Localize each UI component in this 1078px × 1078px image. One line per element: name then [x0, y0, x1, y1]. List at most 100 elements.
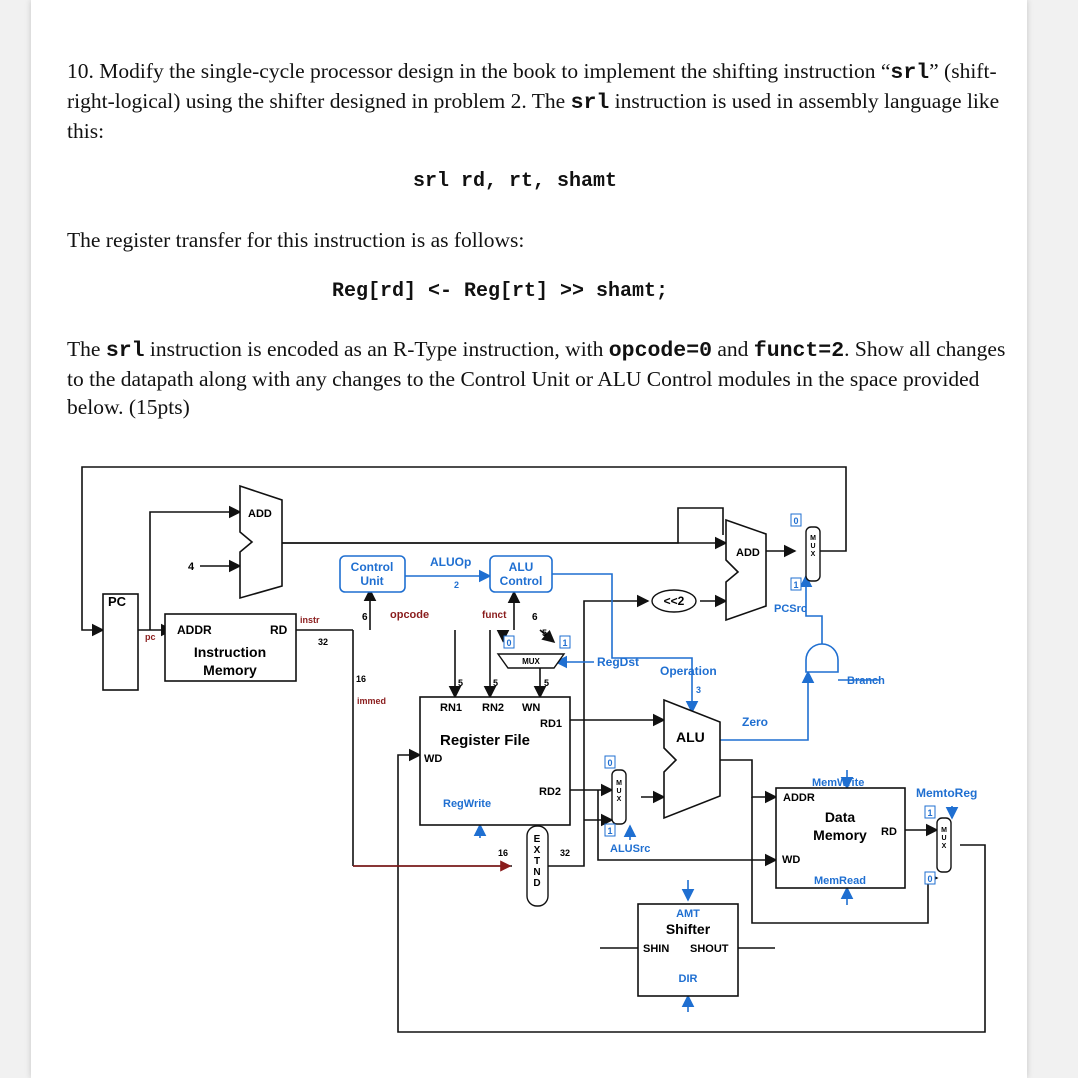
alusrc-bit-1-label: 1: [607, 826, 612, 836]
memtoreg-bit-0-label: 0: [927, 874, 932, 884]
pcsrc-bit-0: [790, 513, 802, 527]
shin-label: SHIN: [643, 943, 669, 955]
enc-text-b: instruction is encoded as an R-Type inst…: [144, 337, 609, 361]
opcode-value: opcode=0: [608, 339, 712, 363]
mux-bit-0: [503, 635, 515, 649]
pcsrc-bit-1: [790, 577, 802, 591]
memtoreg-label: MemtoReg: [916, 786, 977, 800]
instruction-memory: [164, 613, 297, 682]
dm-title-1: Data: [825, 809, 856, 825]
rn2-label: RN2: [482, 702, 504, 714]
wn-label: WN: [522, 702, 540, 714]
memwrite-label: MemWrite: [812, 777, 864, 789]
rn1-width: 5: [458, 678, 463, 688]
im-rd-label: RD: [270, 623, 288, 637]
alusrc-bit-0: [604, 755, 616, 769]
dm-rd-label: RD: [881, 826, 897, 838]
srl-keyword: srl: [890, 61, 930, 85]
shl2-label: <<2: [664, 594, 685, 608]
pc-register: [102, 593, 139, 691]
memtoreg-bit-0: [924, 871, 936, 885]
const-four: 4: [188, 561, 195, 573]
top-adder: [239, 484, 283, 600]
alusrc-bit-0-label: 0: [607, 758, 612, 768]
rd1-label: RD1: [540, 718, 562, 730]
alu-control-label-1: ALU: [509, 560, 534, 574]
im-addr-label: ADDR: [177, 623, 212, 637]
enc-text-d: . Show all changes to the datapath along…: [67, 337, 1006, 419]
shift-left-2: [651, 589, 697, 613]
wn-width: 5: [544, 678, 549, 688]
regwrite-label: RegWrite: [443, 798, 491, 810]
memtoreg-bit-1-label: 1: [927, 808, 932, 818]
pcsrc-bit-0-label: 0: [793, 516, 798, 526]
control-label-2: Unit: [360, 574, 383, 588]
srl-keyword: srl: [105, 339, 145, 363]
branch-adder: [725, 518, 767, 622]
dm-title-2: Memory: [813, 827, 867, 843]
pc-label: PC: [108, 594, 127, 609]
funct-value: funct=2: [753, 339, 845, 363]
extnd-in-width: 16: [498, 848, 508, 858]
amt-label: AMT: [676, 908, 700, 920]
alusrc-bit-1: [604, 823, 616, 837]
alusrc-label: ALUSrc: [610, 843, 650, 855]
operation-width: 3: [696, 685, 701, 695]
aluop-label: ALUOp: [430, 555, 471, 569]
shifter: [637, 903, 739, 997]
mux1-width: 5: [542, 628, 547, 638]
sign-extender: [526, 825, 549, 907]
mux-bit-1: [559, 635, 571, 649]
opcode-width: 6: [362, 612, 368, 623]
branch-adder-label: ADD: [736, 547, 760, 559]
pcsrc-bit-1-label: 1: [793, 580, 798, 590]
pcsrc-label: PCSrc: [774, 603, 807, 615]
problem-intro: 10. Modify the single-cycle processor de…: [67, 57, 1007, 145]
transfer-heading: The register transfer for this instructi…: [67, 228, 525, 252]
aluop-width: 2: [454, 580, 459, 590]
mux-bit-1-label: 1: [562, 638, 567, 648]
control-label-1: Control: [351, 560, 394, 574]
data-memory: [775, 787, 906, 889]
register-file: [419, 696, 571, 826]
funct-label: funct: [482, 610, 507, 621]
mux-bit-0-label: 0: [506, 638, 511, 648]
control-unit: [339, 555, 406, 593]
srl-keyword: srl: [570, 91, 610, 115]
rn2-width: 5: [493, 678, 498, 688]
alusrc-mux: [611, 769, 627, 825]
enc-text-c: and: [712, 337, 754, 361]
memtoreg-mux: [936, 817, 952, 873]
rf-title: Register File: [440, 732, 530, 749]
width-32: 32: [318, 637, 328, 647]
immed-label: immed: [357, 696, 386, 706]
operation-label: Operation: [660, 664, 717, 678]
branch-label: Branch: [847, 675, 885, 687]
extnd-out-width: 32: [560, 848, 570, 858]
instr-label: instr: [300, 615, 320, 625]
funct-width: 6: [532, 612, 538, 623]
pc-wire-label: pc: [145, 632, 156, 642]
top-adder-label: ADD: [248, 508, 272, 520]
pcsrc-mux: [805, 526, 821, 582]
dir-label: DIR: [679, 973, 698, 985]
intro-text-a: 10. Modify the single-cycle processor de…: [67, 59, 891, 83]
zero-label: Zero: [742, 715, 768, 729]
control-wires: [405, 569, 959, 1012]
regdst-mux: [496, 653, 566, 669]
enc-text-a: The: [67, 337, 106, 361]
im-title-2: Memory: [203, 662, 257, 678]
rd2-label: RD2: [539, 786, 561, 798]
regdst-label: RegDst: [597, 655, 639, 669]
im-title-1: Instruction: [194, 644, 266, 660]
width-16: 16: [356, 674, 366, 684]
rn1-label: RN1: [440, 702, 462, 714]
regdst-mux-label: MUX: [522, 657, 540, 666]
dm-addr-label: ADDR: [783, 792, 815, 804]
intro-text-c: instruction is used in assembly language…: [67, 89, 1000, 143]
memread-label: MemRead: [814, 875, 866, 887]
